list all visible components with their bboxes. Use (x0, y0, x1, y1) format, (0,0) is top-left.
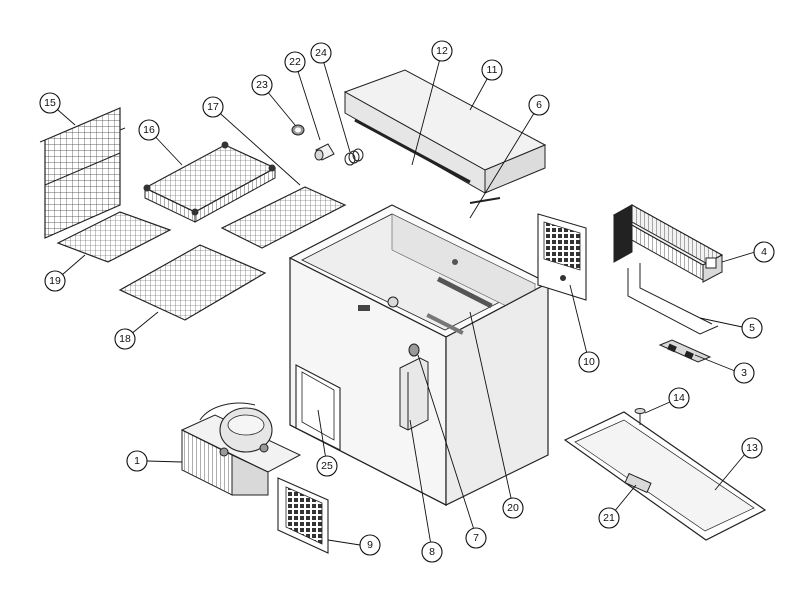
wire-rack-part (39, 107, 126, 239)
callout-label: 22 (289, 56, 301, 68)
callout-label: 11 (487, 64, 498, 76)
callout-17: 17 (202, 96, 224, 118)
side-grille-part (537, 213, 587, 301)
callout-12: 12 (431, 40, 453, 62)
callout-14: 14 (668, 387, 690, 409)
front-grille-part (277, 477, 329, 554)
callout-21: 21 (598, 507, 620, 529)
callout-label: 3 (741, 367, 747, 379)
spring-part (344, 148, 364, 166)
callout-label: 19 (49, 275, 61, 287)
callout-label: 1 (134, 455, 140, 467)
clamp-part (291, 124, 305, 136)
callout-label: 12 (436, 45, 448, 57)
callout-11: 11 (481, 59, 503, 81)
callout-label: 7 (473, 532, 479, 544)
callout-25: 25 (316, 455, 338, 477)
wire-basket-part (143, 141, 277, 223)
callout-7: 7 (465, 527, 487, 549)
mount-frame-part (295, 364, 341, 451)
callout-24: 24 (310, 42, 332, 64)
callout-16: 16 (138, 119, 160, 141)
condensing-unit-part (180, 402, 302, 496)
callout-19: 19 (44, 270, 66, 292)
flat-grate-part (220, 186, 347, 249)
callout-label: 10 (583, 356, 595, 368)
heater-tube-part (627, 263, 719, 335)
callout-label: 5 (749, 322, 755, 334)
hinge-part (658, 339, 712, 363)
callout-label: 14 (673, 392, 685, 404)
callout-1: 1 (126, 450, 148, 472)
callout-13: 13 (741, 437, 763, 459)
callout-15: 15 (39, 92, 61, 114)
drain-tube-part (314, 143, 335, 161)
large-grate-part (118, 244, 267, 321)
bottom-pan-part (563, 411, 767, 541)
callout-label: 24 (315, 47, 327, 59)
callout-23: 23 (251, 74, 273, 96)
callout-label: 17 (207, 101, 219, 113)
lid-part (343, 69, 547, 204)
callout-label: 9 (367, 539, 373, 551)
callout-label: 20 (507, 502, 519, 514)
callout-18: 18 (114, 328, 136, 350)
callout-label: 16 (143, 124, 155, 136)
callout-6: 6 (528, 94, 550, 116)
screw-part (634, 408, 646, 425)
callout-label: 6 (536, 99, 542, 111)
bracket-part (399, 343, 429, 431)
callout-label: 13 (746, 442, 758, 454)
callout-22: 22 (284, 51, 306, 73)
callout-9: 9 (359, 534, 381, 556)
evaporator-coil-part (612, 204, 724, 283)
callout-label: 4 (761, 246, 767, 258)
callout-label: 18 (119, 333, 131, 345)
small-grate-part (56, 211, 172, 263)
callout-5: 5 (741, 317, 763, 339)
callout-label: 25 (321, 460, 333, 472)
callout-8: 8 (421, 541, 443, 563)
callout-20: 20 (502, 497, 524, 519)
callout-3: 3 (733, 362, 755, 384)
callout-label: 15 (44, 97, 56, 109)
callout-label: 8 (429, 546, 435, 558)
callout-10: 10 (578, 351, 600, 373)
callout-4: 4 (753, 241, 775, 263)
callout-label: 21 (603, 512, 615, 524)
callout-label: 23 (256, 79, 268, 91)
